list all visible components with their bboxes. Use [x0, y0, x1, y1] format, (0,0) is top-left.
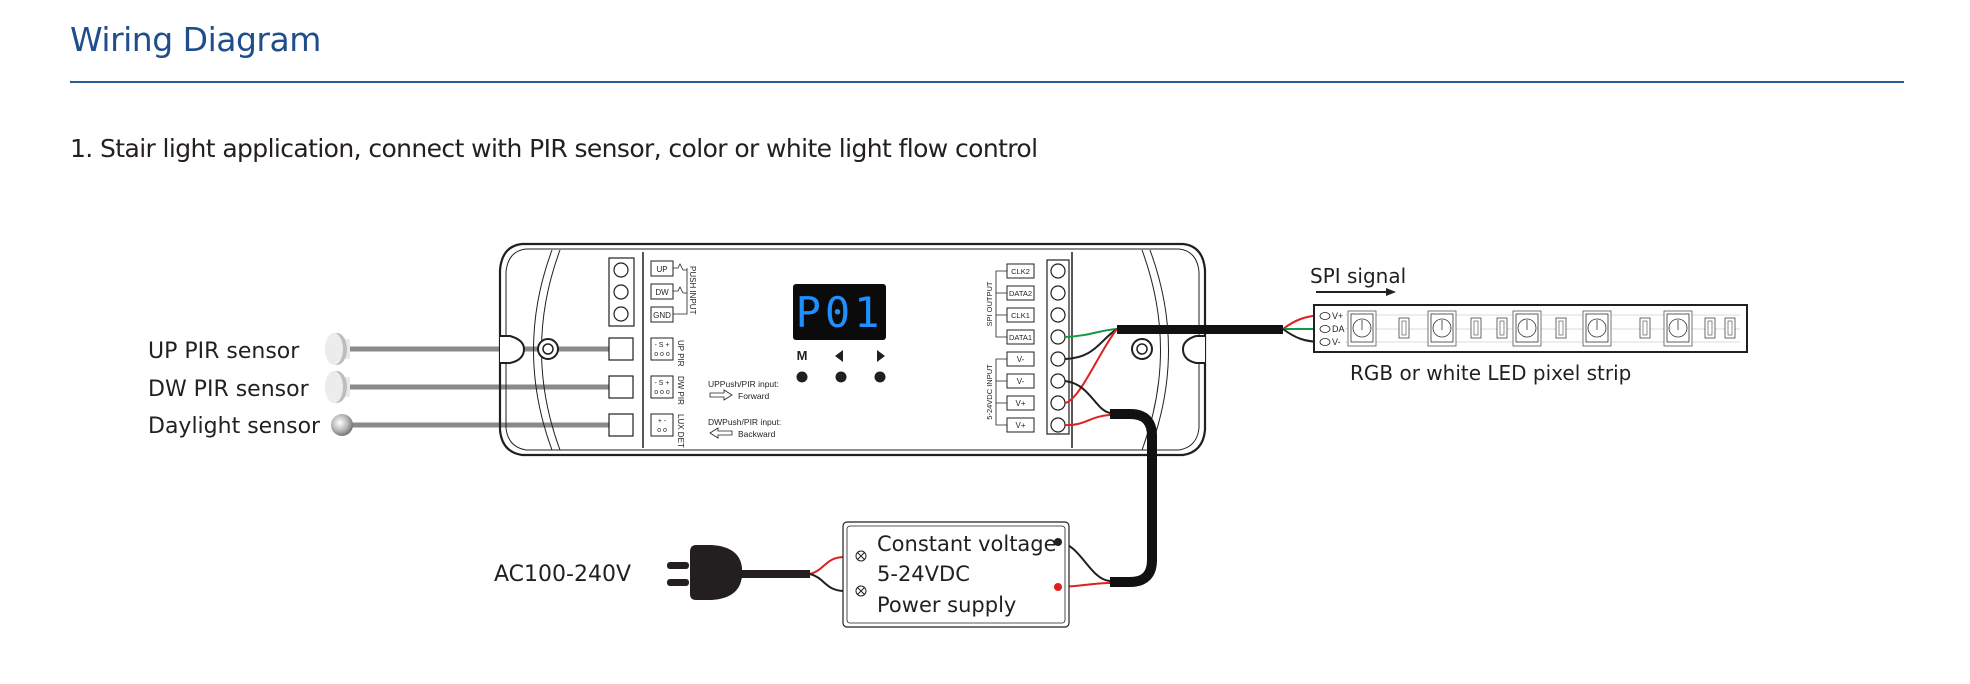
led-pixel-strip: V+ DA V- — [1313, 304, 1748, 353]
psu-cable — [1110, 409, 1157, 587]
power-supply-unit: Constant voltage 5-24VDC Power supply — [842, 521, 1070, 628]
lux-det-port — [608, 413, 634, 437]
push-input-group-label: PUSH INPUT — [688, 266, 697, 315]
up-pir-sensor-label: UP PIR sensor — [148, 339, 300, 364]
dw-pir-sensor-label: DW PIR sensor — [148, 377, 310, 402]
v-plus-label: V+ — [1015, 421, 1025, 430]
clk2-label: CLK2 — [1011, 267, 1030, 276]
output-terminal-block — [1046, 259, 1070, 435]
up-input-note: UPPush/PIR input: — [708, 379, 779, 389]
ac-voltage-label: AC100-240V — [494, 562, 631, 587]
spi-signal-label: SPI signal — [1310, 264, 1406, 288]
sensor-wires — [350, 346, 612, 428]
psu-line-3: Power supply — [877, 593, 1016, 617]
left-triangle-icon — [835, 350, 843, 362]
ac-wires — [809, 556, 844, 592]
right-button[interactable] — [874, 371, 886, 383]
data1-label: DATA1 — [1009, 333, 1032, 342]
psu-line-2: 5-24VDC — [877, 562, 970, 586]
led-display: P01 — [793, 284, 886, 340]
spi-cable — [1117, 325, 1283, 334]
screw-icon — [537, 338, 559, 360]
backward-label: Backward — [738, 429, 776, 439]
ac-terminal-icon — [855, 550, 867, 597]
controller-housing — [498, 242, 1207, 457]
clk1-label: CLK1 — [1011, 311, 1030, 320]
svg-text:o o: o o — [657, 427, 667, 434]
push-gnd-label: GND — [653, 311, 671, 320]
daylight-sensor-icon — [331, 414, 353, 436]
sensor-ports: - S + o o o UP PIR - S + o o o DW PIR + … — [608, 337, 685, 448]
led-pixel-icon — [1427, 310, 1457, 347]
spi-output-labels: CLK2 DATA2 CLK1 DATA1 SPI OUTPUT — [985, 263, 1035, 345]
dc-negative-terminal — [1054, 538, 1062, 546]
push-input-labels: UP DW GND PUSH INPUT — [650, 260, 697, 323]
dw-input-note: DWPush/PIR input: — [708, 417, 781, 427]
left-button[interactable] — [835, 371, 847, 383]
dc-positive-terminal — [1054, 583, 1062, 591]
psu-line-1: Constant voltage — [877, 532, 1057, 556]
control-buttons: M — [796, 348, 886, 383]
forward-label: Forward — [738, 391, 769, 401]
m-button-label: M — [797, 348, 808, 363]
power-wires — [1064, 380, 1111, 427]
led-pixel-icon — [1663, 310, 1693, 347]
title-divider — [70, 81, 1904, 83]
resistor-icon — [1704, 317, 1716, 339]
push-dw-label: DW — [655, 288, 669, 297]
display-value: P01 — [796, 288, 884, 337]
pir-sensor-icon — [325, 371, 350, 403]
push-up-label: UP — [656, 265, 667, 274]
strip-pin-vminus: V- — [1332, 337, 1341, 347]
resistor-icon — [1470, 317, 1482, 339]
resistor-icon — [1639, 317, 1651, 339]
spi-signal-arrow-icon — [1316, 288, 1396, 296]
sensor-labels: UP PIR sensor DW PIR sensor Daylight sen… — [148, 339, 321, 439]
page-title: Wiring Diagram — [70, 20, 321, 59]
v-plus-label: V+ — [1015, 399, 1025, 408]
up-pir-port-label: UP PIR — [676, 340, 685, 367]
dc-input-group-label: 5-24VDC INPUT — [985, 364, 994, 420]
screw-icon — [1131, 338, 1153, 360]
up-pir-port — [608, 337, 634, 361]
resistor-icon — [1555, 317, 1567, 339]
spi-wires — [1064, 328, 1118, 404]
lux-det-port-label: LUX DET — [676, 414, 685, 448]
right-triangle-icon — [877, 350, 885, 362]
led-pixels — [1347, 310, 1736, 347]
dw-pir-port-label: DW PIR — [676, 376, 685, 405]
v-minus-label: V- — [1017, 377, 1025, 386]
svg-text:o o o: o o o — [654, 351, 670, 358]
strip-pin-vplus: V+ — [1332, 311, 1343, 321]
backward-arrow-icon — [709, 427, 733, 439]
led-pixel-icon — [1582, 310, 1612, 347]
lux-det-pins: + - — [658, 418, 667, 425]
v-minus-label: V- — [1017, 355, 1025, 364]
m-button[interactable] — [796, 371, 808, 383]
data2-label: DATA2 — [1009, 289, 1032, 298]
dw-pir-port — [608, 375, 634, 399]
spi-output-group-label: SPI OUTPUT — [985, 281, 994, 326]
resistor-icon — [1398, 317, 1410, 339]
direction-notes: UPPush/PIR input: Forward DWPush/PIR inp… — [708, 379, 781, 439]
dw-pir-pins: - S + — [655, 380, 670, 387]
dc-input-labels: V- V- V+ V+ 5-24VDC INPUT — [985, 351, 1035, 433]
resistor-icon — [1496, 317, 1508, 339]
daylight-sensor-label: Daylight sensor — [148, 414, 321, 439]
led-pixel-icon — [1347, 310, 1377, 347]
section-heading: 1. Stair light application, connect with… — [70, 134, 1038, 163]
forward-arrow-icon — [709, 389, 733, 401]
power-plug-icon — [667, 545, 810, 600]
up-pir-pins: - S + — [655, 342, 670, 349]
push-input-terminal-block — [608, 257, 635, 327]
strip-pin-da: DA — [1332, 324, 1345, 334]
strip-label: RGB or white LED pixel strip — [1350, 361, 1631, 385]
pir-sensor-icon — [325, 333, 350, 365]
resistor-icon — [1724, 317, 1736, 339]
svg-text:o o o: o o o — [654, 389, 670, 396]
led-pixel-icon — [1512, 310, 1542, 347]
